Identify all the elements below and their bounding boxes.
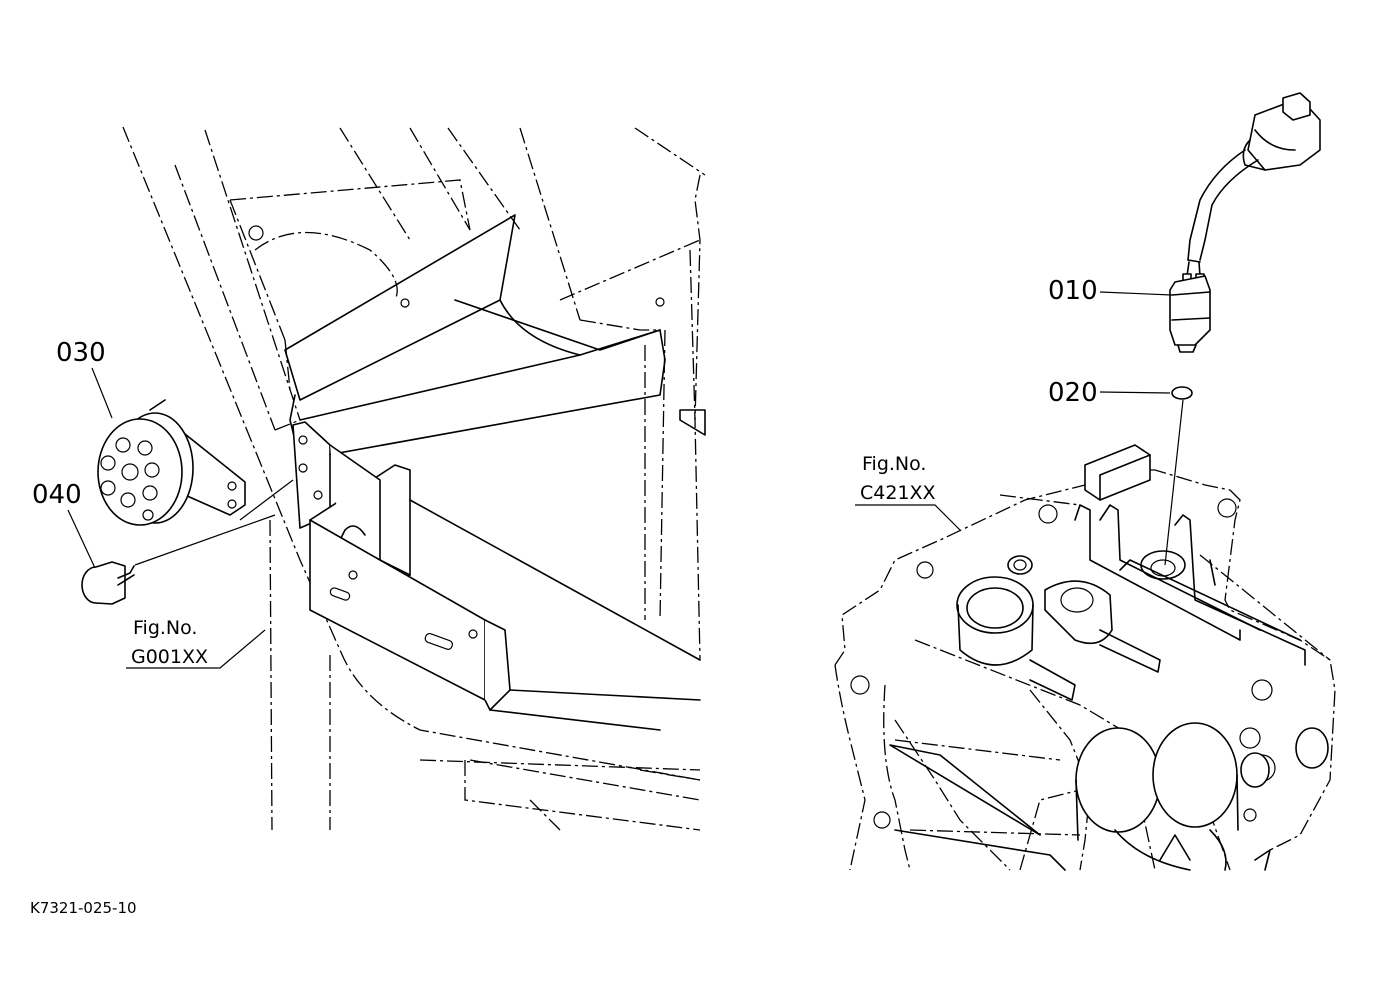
figref-left-label: Fig.No.: [133, 617, 197, 639]
figref-right-code: C421XX: [860, 482, 936, 504]
horn-grille: [100, 437, 160, 521]
callout-020: 020: [1048, 378, 1098, 408]
figref-right-label: Fig.No.: [862, 453, 926, 475]
bolt-part-040: [81, 514, 276, 605]
horn-part-030: [97, 399, 246, 526]
callout-010: 010: [1048, 276, 1098, 306]
transmission-case: [834, 444, 1336, 871]
leader-figref-left: [126, 629, 266, 669]
callout-040: 040: [32, 480, 82, 510]
callout-030: 030: [56, 338, 106, 368]
left-frame-assembly: [122, 126, 706, 831]
leader-figref-right: [855, 504, 961, 531]
o-ring-part-020: [1099, 386, 1193, 400]
leader-040: [67, 509, 96, 569]
drawing-number: K7321-025-10: [30, 899, 137, 917]
figref-left-code: G001XX: [131, 646, 208, 668]
pressure-switch-part-010: [1099, 92, 1321, 566]
leader-030: [91, 367, 113, 419]
